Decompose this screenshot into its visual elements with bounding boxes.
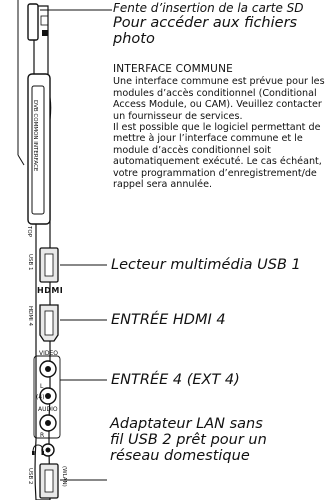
ci-slot-inner — [31, 85, 45, 215]
hdmi4-port-inner — [44, 310, 54, 336]
edge-line-bend — [17, 154, 25, 166]
usb1-label: USB 1 — [27, 254, 33, 271]
audio-l-jack — [39, 387, 57, 405]
callout-lan-line1: Adaptateur LAN sans — [110, 416, 263, 432]
sd-card-slot — [27, 3, 39, 41]
audio-l-label: L — [40, 383, 44, 390]
wlan-label: (WLAN) — [61, 466, 67, 487]
headphone-jack — [41, 443, 55, 457]
audio-label: AUDIO — [38, 406, 58, 413]
callout-ext4: ENTRÉE 4 (EXT 4) — [111, 372, 240, 388]
usb1-port-inner — [44, 253, 54, 277]
callout-lan: Adaptateur LAN sans fil USB 2 prêt pour … — [110, 416, 267, 464]
rca-group-frame — [33, 355, 61, 439]
headphone-icon — [32, 444, 44, 455]
ci-paragraph-2: Il est possible que le logiciel permetta… — [113, 122, 322, 191]
top-label: TOP — [26, 226, 32, 238]
usb2-label: USB 2 — [27, 468, 33, 485]
ci-slot-label: DVB COMMON INTERFACE — [32, 100, 38, 172]
in4-label: (4) — [36, 394, 45, 401]
usb2-port-inner — [44, 469, 54, 493]
callout-sd-line3: photo — [113, 31, 155, 47]
callout-usb1: Lecteur multimédia USB 1 — [111, 257, 301, 273]
video-jack — [39, 360, 57, 378]
callout-sd-slot: Fente d’insertion de la carte SD Pour ac… — [113, 1, 304, 48]
audio-r-jack — [39, 414, 57, 432]
ci-title: INTERFACE COMMUNE — [113, 63, 233, 75]
callout-sd-line2: Pour accéder aux fichiers — [113, 15, 298, 31]
callout-sd-line1: Fente d’insertion de la carte SD — [113, 1, 304, 15]
hdmi-logo: HDMI — [37, 286, 64, 295]
common-interface-description: INTERFACE COMMUNE Une interface commune … — [113, 63, 335, 191]
callout-lan-line3: réseau domestique — [110, 448, 250, 464]
callout-lan-line2: fil USB 2 prêt pour un — [110, 432, 267, 448]
audio-r-label: R — [40, 432, 45, 439]
hdmi4-label: HDMI 4 — [27, 306, 33, 326]
callout-hdmi4: ENTRÉE HDMI 4 — [111, 312, 226, 328]
video-label: VIDEO — [39, 350, 59, 357]
sd-card-icon — [40, 15, 49, 36]
ci-paragraph-1: Une interface commune est prévue pour le… — [113, 76, 325, 122]
